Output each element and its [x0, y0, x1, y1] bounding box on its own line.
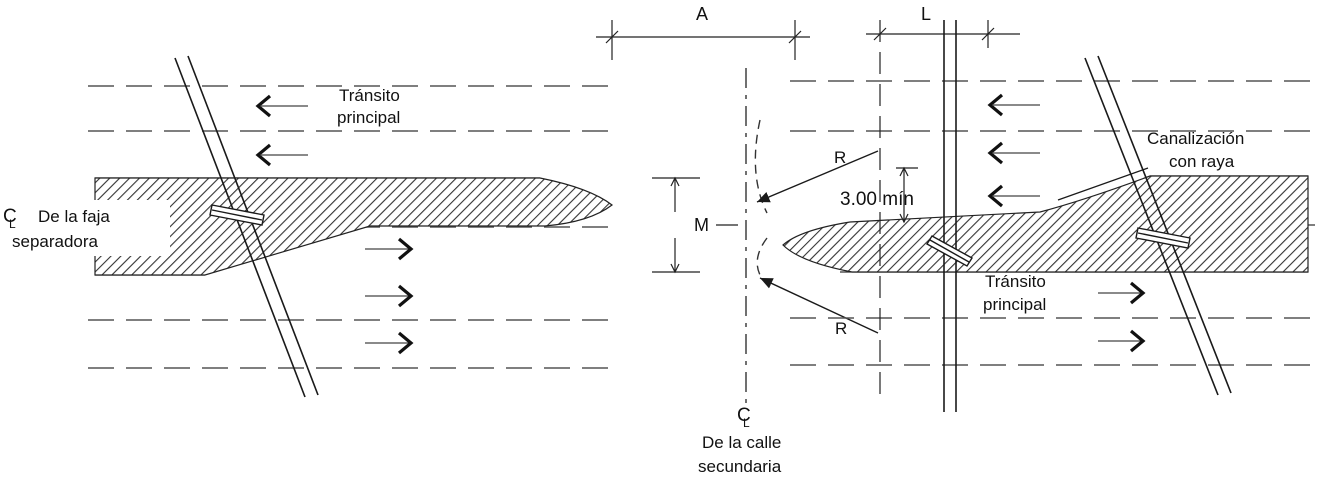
left-break-mark [209, 204, 265, 226]
arrow-left-icon [987, 141, 1040, 165]
arrow-right-icon [365, 237, 414, 261]
dimension-a [596, 20, 810, 60]
transito-bottom-right-label: Tránsito [985, 272, 1046, 291]
right-panel: L 3.00 mín [782, 4, 1315, 412]
right-skew-line [1084, 55, 1232, 396]
turning-radius-curves [754, 119, 768, 276]
radius-bottom-label: R [835, 319, 847, 338]
dimension-a-label: A [696, 4, 708, 24]
arrow-right-icon [1098, 281, 1146, 305]
secondary-centerline-subscript: L [743, 416, 750, 430]
left-skew-line [174, 55, 319, 398]
arrow-right-icon [1098, 329, 1146, 353]
arrow-right-icon [365, 284, 414, 308]
radius-bottom-leader [759, 277, 879, 334]
left-panel: Tránsito principal C L De la faja separa… [3, 55, 615, 398]
canalizacion-label: con raya [1169, 152, 1235, 171]
center-panel: A M R R C L De la calle secundaria [596, 4, 879, 476]
right-median-hatch [782, 175, 1309, 273]
faja-label: De la faja [38, 207, 110, 226]
arrow-left-icon [987, 184, 1040, 208]
left-median-hatch [94, 177, 613, 276]
faja-label: separadora [12, 232, 99, 251]
canalizacion-label: Canalización [1147, 129, 1244, 148]
faja-centerline-subscript: L [9, 217, 16, 231]
dimension-l-label: L [921, 4, 931, 24]
faja-centerline-symbol: C [3, 206, 17, 227]
arrow-left-icon [255, 94, 308, 118]
canalizacion-leader [1057, 167, 1149, 201]
dimension-m [652, 176, 738, 274]
faja-label-mask [10, 200, 170, 256]
right-traffic-arrows [987, 93, 1146, 353]
dimension-m-label: M [694, 215, 709, 235]
radius-top-label: R [834, 148, 846, 167]
dimension-l [866, 20, 1020, 400]
radius-top-leader [756, 150, 879, 203]
right-vertical-double-line [943, 20, 957, 412]
transito-top-left-label: principal [337, 108, 400, 127]
right-break-mark [1135, 227, 1191, 249]
arrow-left-icon [987, 93, 1040, 117]
arrow-left-icon [255, 143, 308, 167]
min-width-dimension [896, 166, 918, 224]
calle-label: De la calle [702, 433, 781, 452]
center-break-mark [926, 235, 973, 267]
min-width-label: 3.00 mín [840, 189, 914, 210]
transito-bottom-right-label: principal [983, 295, 1046, 314]
secondary-centerline-symbol: C [737, 405, 751, 426]
transito-top-left-label: Tránsito [339, 86, 400, 105]
calle-label: secundaria [698, 457, 782, 476]
left-traffic-arrows [255, 94, 414, 355]
arrow-right-icon [365, 331, 414, 355]
